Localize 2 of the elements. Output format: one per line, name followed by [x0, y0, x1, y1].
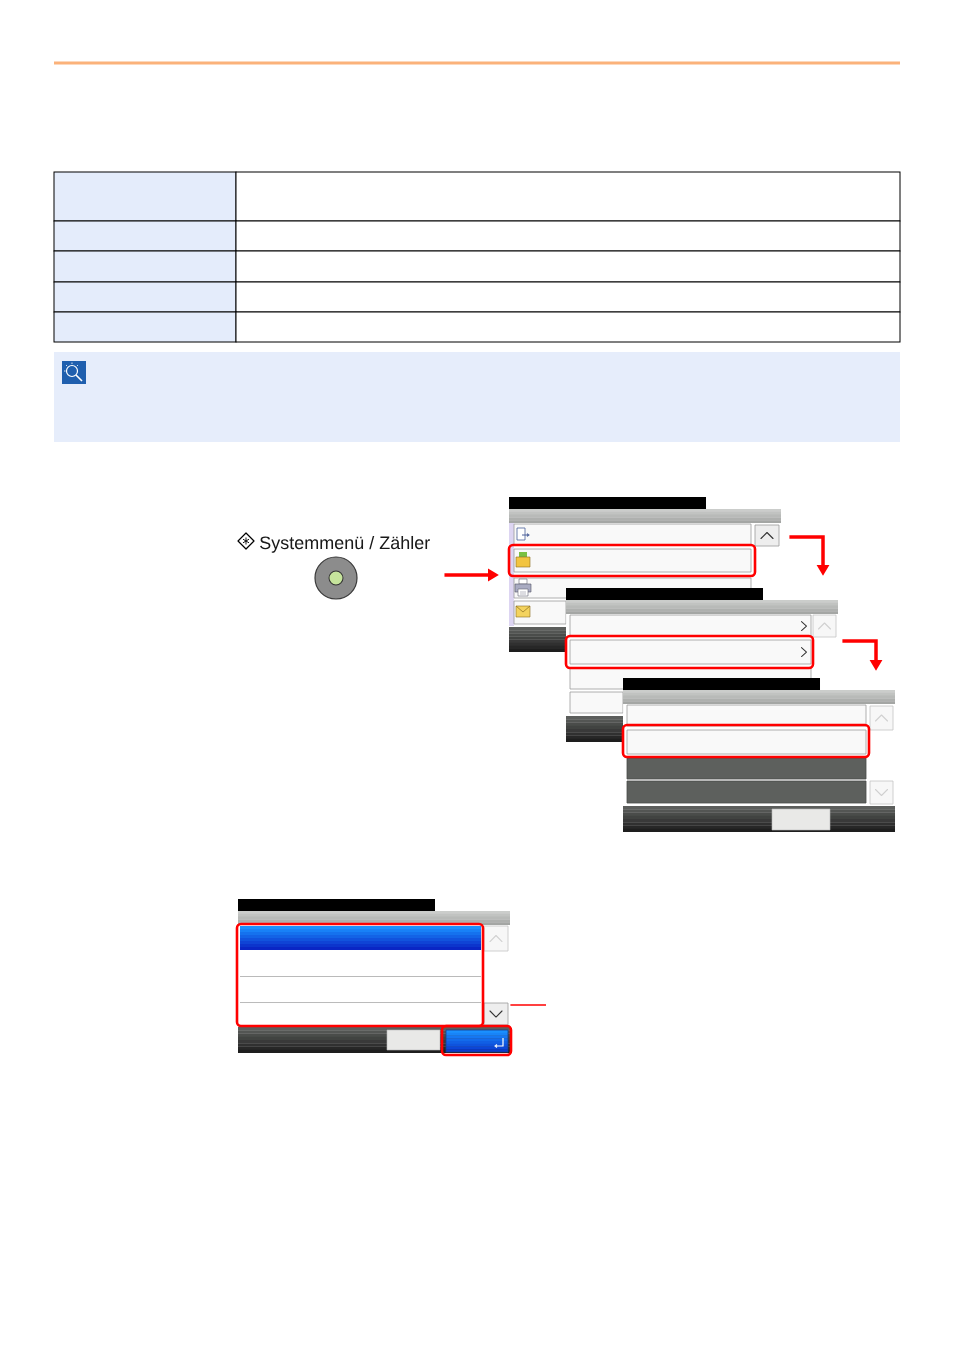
- leader-line: [509, 1004, 547, 1006]
- key-label: Systemmenü / Zähler: [260, 535, 430, 553]
